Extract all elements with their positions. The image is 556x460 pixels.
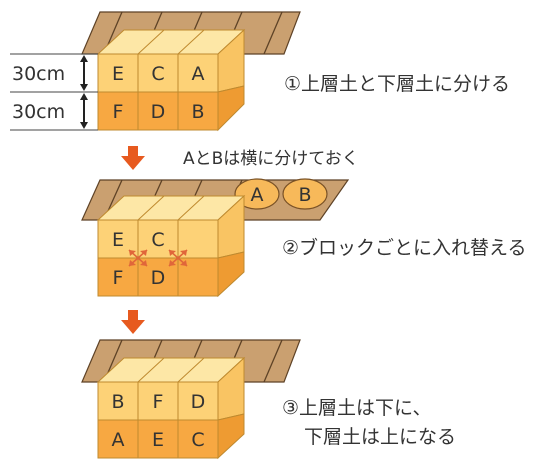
- step1-cell-upper-3: A: [192, 63, 205, 85]
- step2-grid: [98, 195, 218, 296]
- step3-lower-row: [97, 419, 219, 459]
- set-aside-block-a: [234, 178, 280, 210]
- step1-cell-upper-2: C: [151, 63, 164, 85]
- set-aside-block-b: [282, 178, 328, 210]
- step3-cell-lower-1: A: [112, 429, 125, 451]
- swap-arrow-2: [168, 249, 188, 267]
- step1-group: E C A F D B 30cm 30cm ①上層土と下層土に分ける: [10, 11, 510, 132]
- step1-caption: ①上層土と下層土に分ける: [284, 73, 510, 95]
- dimension-label-upper: 30cm: [12, 63, 65, 85]
- dimension-markers: 30cm 30cm: [10, 53, 98, 131]
- down-arrow-2: [121, 310, 145, 334]
- step2-cell-upper-1: E: [112, 229, 124, 251]
- step3-caption-line1: ③上層土は下に、: [282, 397, 431, 419]
- step1-grid: [98, 29, 218, 130]
- step1-cell-lower-2: D: [151, 101, 166, 123]
- step1-lower-row: [97, 91, 219, 131]
- step3-cell-lower-3: C: [191, 429, 204, 451]
- step3-group: B F D A E C ③上層土は下に、 下層土は上になる: [81, 339, 456, 460]
- step3-cell-lower-2: E: [152, 429, 164, 451]
- step1-cell-upper-1: E: [112, 63, 124, 85]
- down-arrow-1: [121, 146, 145, 170]
- step1-cell-lower-3: B: [191, 101, 204, 123]
- swap-arrow-1: [128, 249, 148, 267]
- step2-upper-row: [97, 219, 219, 259]
- step2-cell-lower-1: F: [113, 267, 124, 289]
- step2-caption: ②ブロックごとに入れ替える: [282, 236, 526, 259]
- set-aside-note: AとBは横に分けておく: [183, 149, 359, 169]
- step1-block-side-lower: [217, 85, 245, 132]
- step2-cell-upper-2: C: [151, 229, 164, 251]
- step2-lower-row: [97, 257, 219, 297]
- step3-cell-upper-3: D: [191, 391, 206, 413]
- step2-block-side-lower: [217, 251, 245, 298]
- dimension-label-lower: 30cm: [12, 101, 65, 123]
- step2-group: A B E C F D: [81, 178, 526, 298]
- step3-caption-line2: 下層土は上になる: [304, 426, 456, 448]
- set-aside-blocks: A B: [234, 178, 328, 210]
- step1-upper-row: [97, 53, 219, 93]
- step3-block-side-lower: [217, 413, 245, 460]
- step1-cell-lower-1: F: [113, 101, 124, 123]
- set-aside-label-b: B: [298, 184, 311, 206]
- step3-cell-upper-1: B: [111, 391, 124, 413]
- step3-cell-upper-2: F: [153, 391, 164, 413]
- step3-grid: [98, 357, 218, 458]
- step2-cell-lower-2: D: [151, 267, 166, 289]
- step3-upper-row: [97, 381, 219, 421]
- set-aside-label-a: A: [251, 184, 264, 206]
